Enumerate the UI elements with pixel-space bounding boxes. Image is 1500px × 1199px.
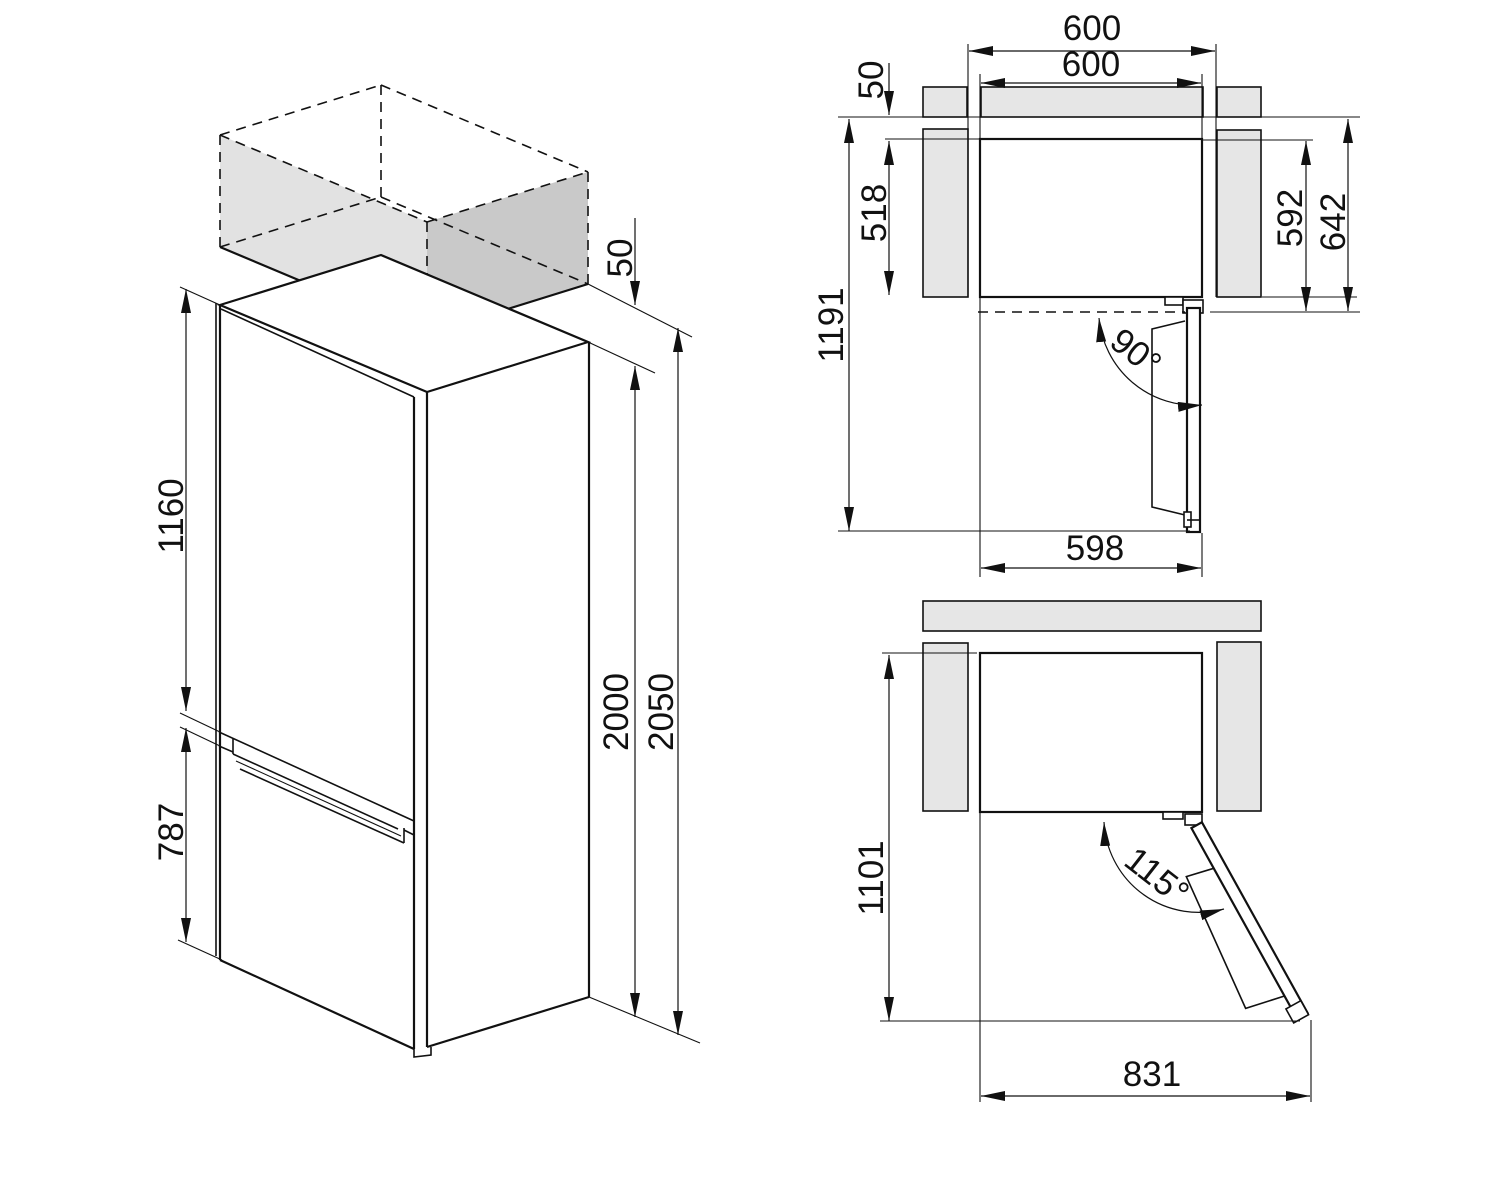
dim-lower-door-height: 787 bbox=[152, 803, 191, 861]
dim-body-depth: 518 bbox=[855, 184, 894, 242]
dim-cabinet-width: 600 bbox=[1062, 45, 1120, 84]
plan-view-door-90: 90° 600 600 bbox=[812, 9, 1360, 577]
dim-door-swing-width: 831 bbox=[1123, 1055, 1181, 1094]
iso-extension-lines bbox=[177, 283, 701, 1044]
iso-dimensions: 1160 787 50 2000 2050 bbox=[152, 218, 683, 1035]
dim-open-depth-90: 1191 bbox=[812, 287, 851, 362]
dim-upper-door-height: 1160 bbox=[152, 478, 191, 553]
door-handle bbox=[232, 738, 405, 844]
clearance-box-hidden-edges bbox=[219, 84, 589, 334]
dim-rear-clearance: 50 bbox=[852, 61, 891, 100]
plan90-extension-lines bbox=[838, 44, 1360, 577]
dim-depth-with-door: 592 bbox=[1271, 189, 1310, 247]
dim-door-width-open: 598 bbox=[1066, 529, 1124, 568]
plan115-walls bbox=[922, 600, 1262, 812]
plan90-door-open bbox=[1151, 296, 1204, 534]
plan115-cabinet-body bbox=[978, 651, 1204, 814]
door-angle-90-label: 90° bbox=[1103, 321, 1169, 384]
plan115-extension-lines bbox=[880, 652, 1312, 1102]
door-split bbox=[218, 731, 415, 836]
plan90-dimensions: 600 600 50 518 1191 592 642 598 bbox=[812, 9, 1353, 573]
dim-total-depth: 642 bbox=[1314, 193, 1353, 251]
dim-total-height: 2050 bbox=[642, 673, 681, 751]
dim-top-clearance: 50 bbox=[601, 239, 640, 278]
plan-view-door-115: 115° 1101 831 bbox=[852, 600, 1312, 1102]
plan90-cabinet-body bbox=[978, 137, 1204, 299]
plan115-door-open bbox=[1162, 811, 1310, 1024]
plan90-walls bbox=[922, 86, 1262, 298]
isometric-view: 1160 787 50 2000 2050 bbox=[152, 84, 701, 1058]
dim-niche-width: 600 bbox=[1063, 9, 1121, 48]
cabinet-isometric bbox=[215, 253, 592, 1058]
plan115-dimensions: 1101 831 bbox=[852, 655, 1310, 1101]
dim-cabinet-height: 2000 bbox=[597, 673, 636, 751]
dim-open-depth-115: 1101 bbox=[852, 840, 891, 915]
